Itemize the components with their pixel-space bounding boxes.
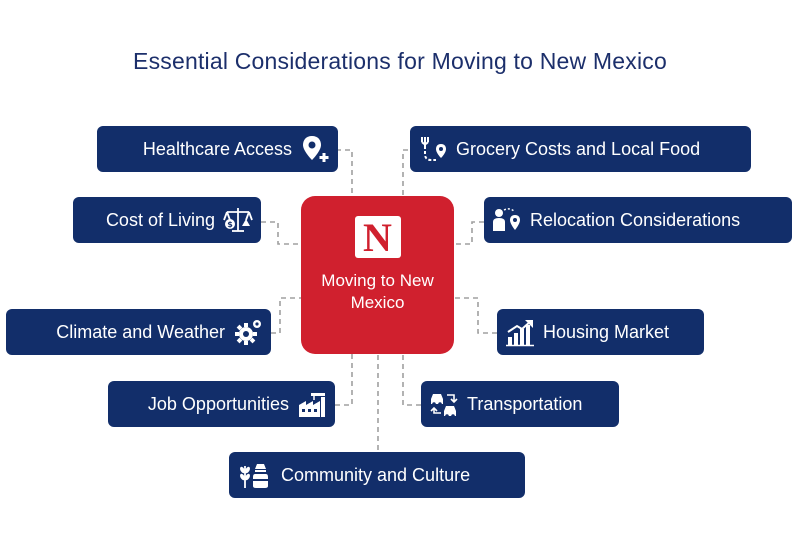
diagram-title: Essential Considerations for Moving to N…	[133, 48, 667, 74]
connector-transportation	[402, 354, 421, 406]
node-community-culture[interactable]: Community and Culture	[229, 452, 525, 498]
house-growth-icon	[506, 320, 534, 347]
balance-dollar-icon: $	[223, 208, 253, 232]
industry-crane-icon	[299, 393, 325, 417]
person-route-icon	[493, 208, 520, 231]
connector-jobs	[335, 354, 353, 406]
node-healthcare-access[interactable]: Healthcare Access	[97, 126, 338, 172]
svg-text:$: $	[227, 220, 233, 229]
node-label: Housing Market	[543, 321, 670, 342]
central-hub: N Moving to New Mexico	[301, 196, 454, 354]
node-label: Grocery Costs and Local Food	[456, 138, 701, 159]
connector-relocation	[454, 221, 484, 245]
wheat-pot-icon	[240, 464, 268, 488]
node-transportation[interactable]: Transportation	[421, 381, 619, 427]
node-relocation-considerations[interactable]: Relocation Considerations	[484, 197, 792, 243]
cars-exchange-icon	[430, 394, 458, 418]
node-housing-market[interactable]: Housing Market	[497, 309, 704, 355]
node-label: Relocation Considerations	[530, 209, 741, 230]
node-grocery-costs[interactable]: Grocery Costs and Local Food	[410, 126, 751, 172]
node-cost-of-living[interactable]: Cost of Living $	[73, 197, 261, 243]
node-label: Job Opportunities	[147, 393, 289, 414]
n-logo: N	[354, 216, 401, 260]
weather-gear-icon	[235, 320, 261, 345]
connector-housing	[454, 297, 497, 334]
node-label: Community and Culture	[281, 464, 471, 485]
node-label: Healthcare Access	[142, 138, 292, 159]
node-label: Cost of Living	[105, 209, 215, 230]
node-climate-weather[interactable]: Climate and Weather	[6, 309, 271, 355]
connector-healthcare	[336, 149, 353, 196]
node-label: Transportation	[467, 393, 583, 414]
node-label: Climate and Weather	[56, 321, 225, 342]
hub-label: Moving to New Mexico	[321, 271, 434, 312]
connector-cost-of-living	[261, 221, 301, 245]
node-job-opportunities[interactable]: Job Opportunities	[108, 381, 335, 427]
fork-route-icon	[421, 137, 446, 161]
connector-climate	[271, 297, 301, 334]
medical-location-icon	[303, 136, 329, 162]
